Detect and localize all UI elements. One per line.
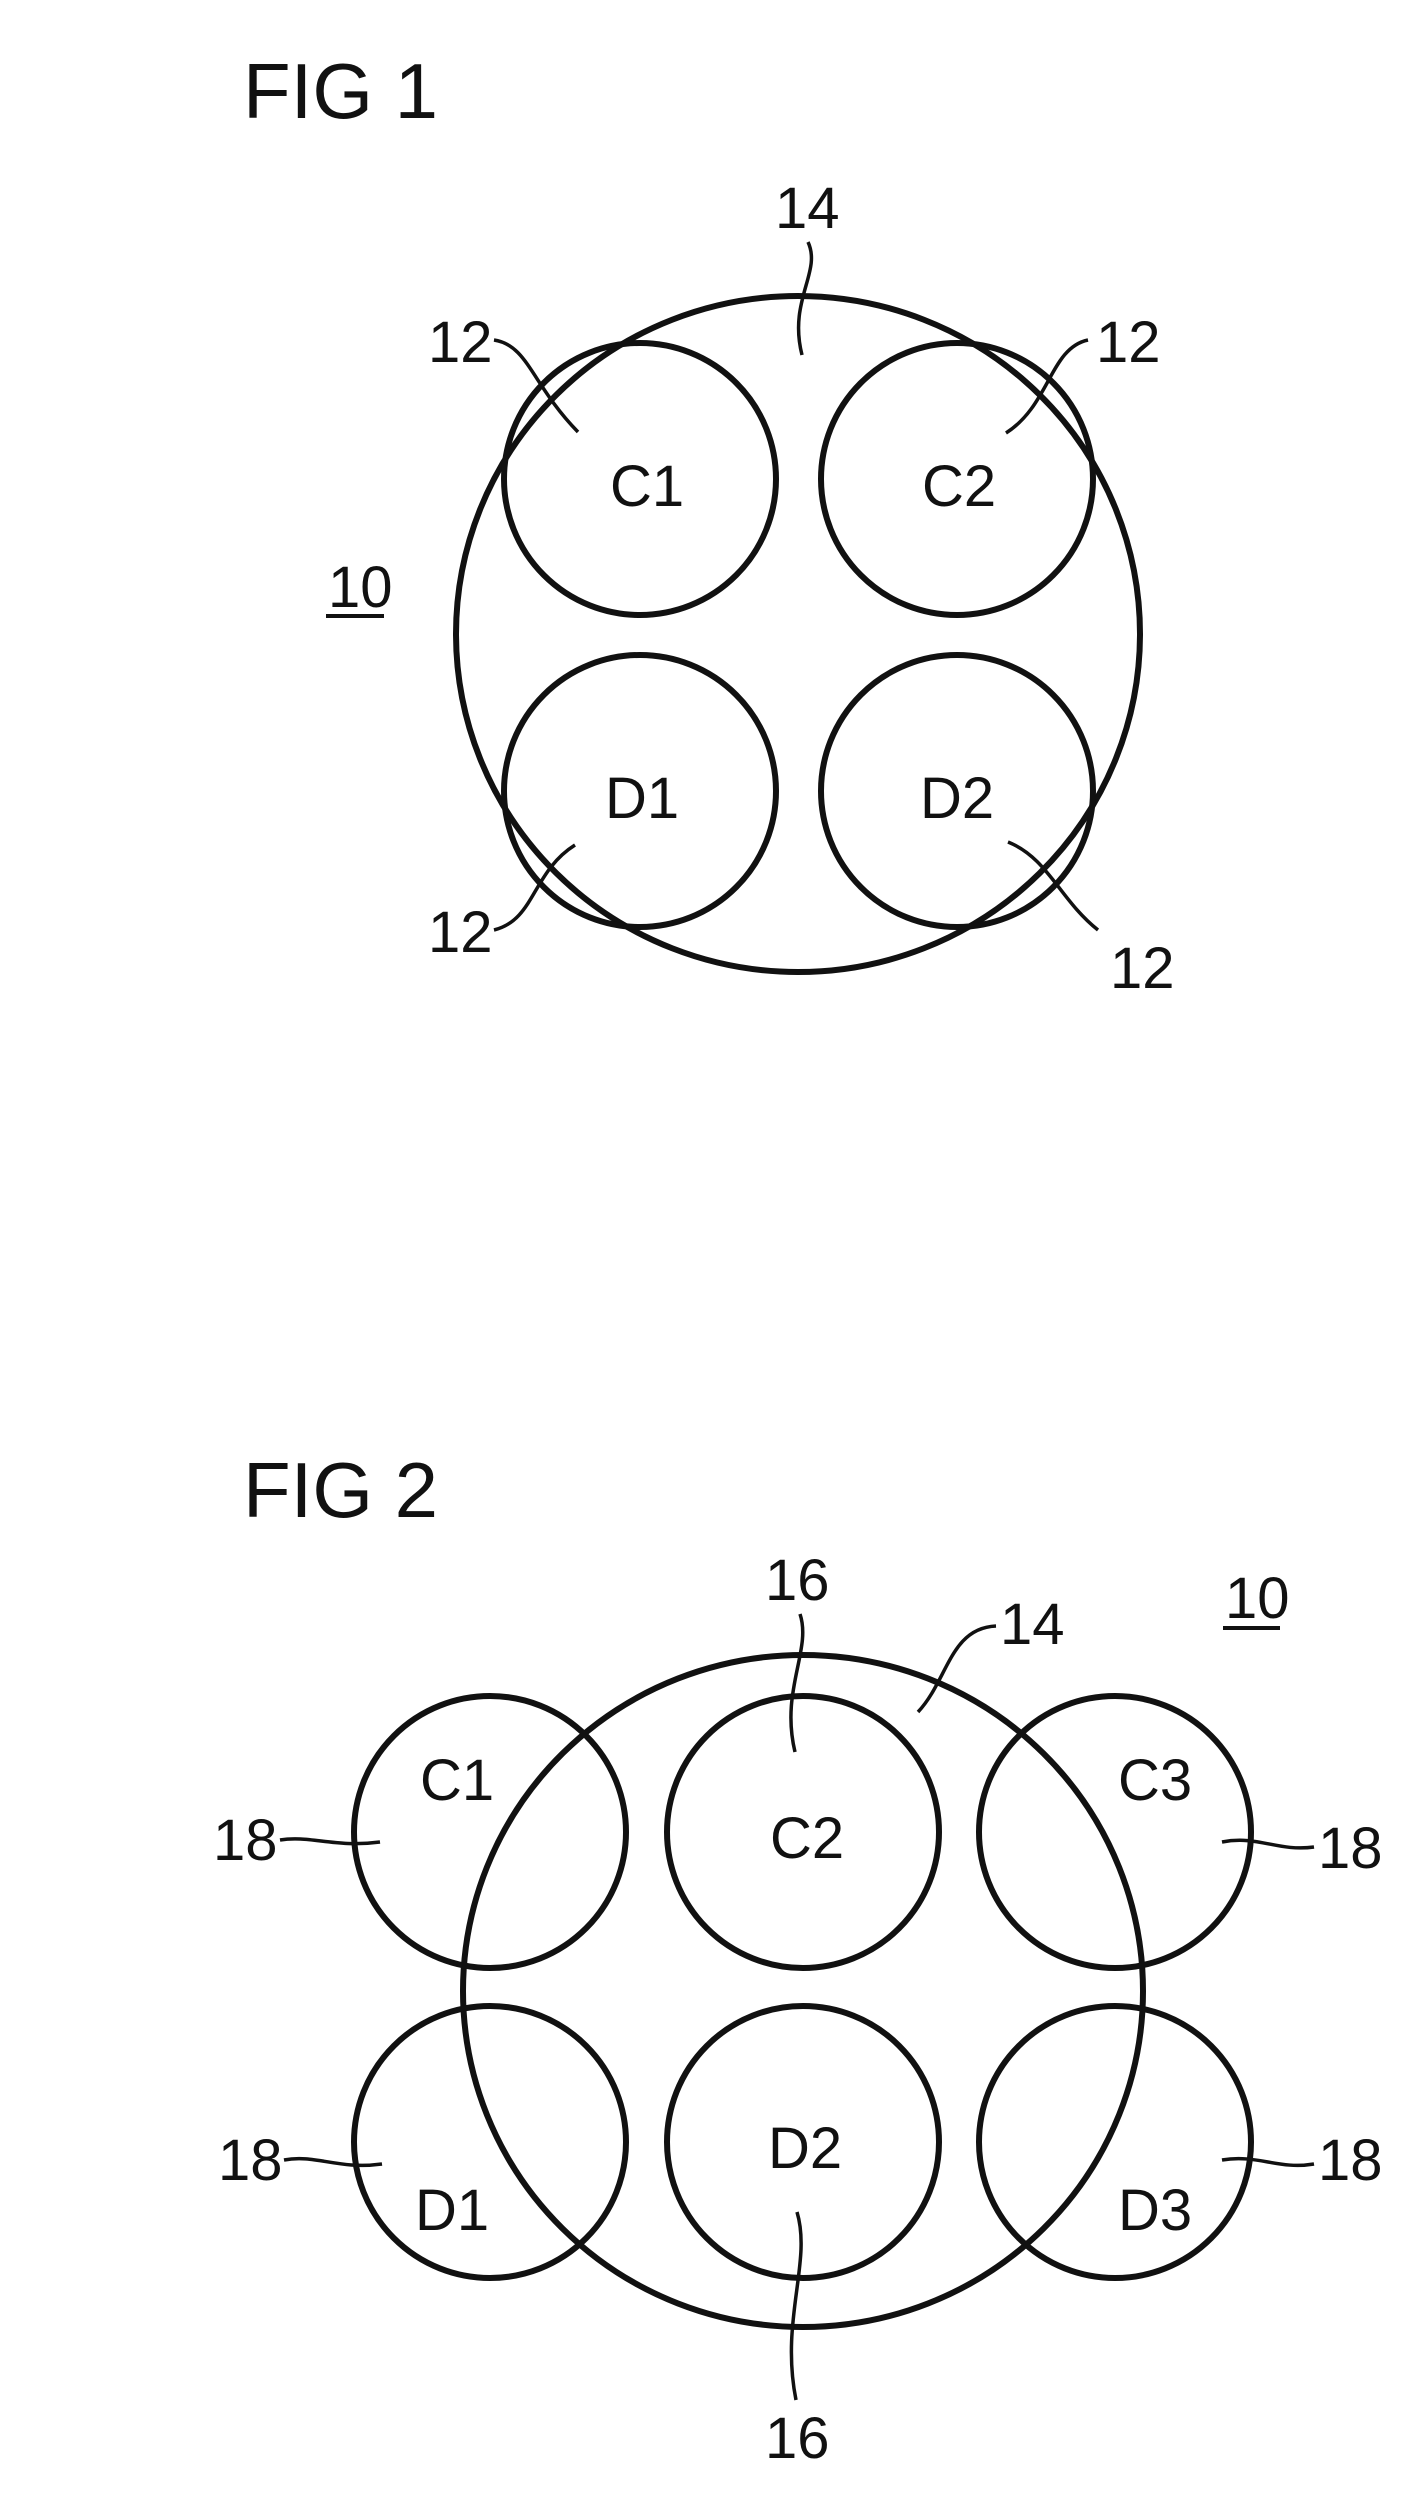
fig2-cell-label-d1: D1: [415, 2178, 489, 2243]
fig1-cell-label-c1: C1: [610, 454, 684, 519]
fig2-title: FIG 2: [243, 1446, 438, 1534]
fig1-cell-label-d2: D2: [920, 766, 994, 831]
fig1-ref-cell-c2: 12: [1096, 310, 1161, 375]
fig1-ref-cell-d2: 12: [1110, 936, 1175, 1001]
fig2-cell-label-c2: C2: [770, 1806, 844, 1871]
fig2-leader-outer-d1: [284, 2159, 382, 2166]
fig2-ref-outer-c1: 18: [213, 1808, 278, 1873]
fig2-ref-region: 14: [1000, 1592, 1065, 1657]
fig2-ref-outer-d1: 18: [218, 2128, 283, 2193]
fig1-ref-cell-d1: 12: [428, 900, 493, 965]
fig2-cell-label-d3: D3: [1118, 2178, 1192, 2243]
fig2-leader-inner-top: [791, 1614, 803, 1752]
fig2-ref-outer-c3: 18: [1318, 1816, 1383, 1881]
fig1-ref-device: 10: [328, 555, 393, 620]
fig2-cell-circle-d1: [354, 2006, 626, 2278]
fig2-cell-label-c3: C3: [1118, 1748, 1192, 1813]
fig1-title: FIG 1: [243, 47, 438, 135]
fig1-leader-cell-d1: [494, 845, 575, 930]
fig2-leader-outer-d3: [1222, 2159, 1314, 2166]
fig1-ref-cell-c1: 12: [428, 310, 493, 375]
fig2-leader-outer-c1: [280, 1839, 380, 1844]
fig1-leader-cell-c2: [1006, 340, 1088, 433]
fig1-ref-region: 14: [775, 176, 840, 241]
fig2-outer-ellipse: [463, 1655, 1143, 2327]
figure-1: FIG 1 C1 C2 D1 D2 14 12 12 12 12 10: [243, 47, 1175, 1001]
fig2-ref-inner-top: 16: [765, 1548, 830, 1613]
fig1-cell-label-c2: C2: [922, 454, 996, 519]
fig2-cell-circle-c3: [979, 1696, 1251, 1968]
fig2-cell-label-c1: C1: [420, 1748, 494, 1813]
fig2-cell-circle-d3: [979, 2006, 1251, 2278]
fig2-leader-region: [918, 1626, 996, 1712]
fig2-cell-circle-c1: [354, 1696, 626, 1968]
fig2-ref-device: 10: [1225, 1566, 1290, 1631]
fig2-leader-inner-bottom: [791, 2212, 801, 2400]
figure-2: FIG 2 C1 C2 C3 D1 D2 D3 16 14 10 18 18 1…: [213, 1446, 1383, 2471]
fig2-cell-label-d2: D2: [768, 2116, 842, 2181]
fig2-ref-inner-bottom: 16: [765, 2406, 830, 2471]
fig1-cell-label-d1: D1: [605, 766, 679, 831]
fig2-ref-outer-d3: 18: [1318, 2128, 1383, 2193]
fig2-leader-outer-c3: [1222, 1840, 1314, 1848]
